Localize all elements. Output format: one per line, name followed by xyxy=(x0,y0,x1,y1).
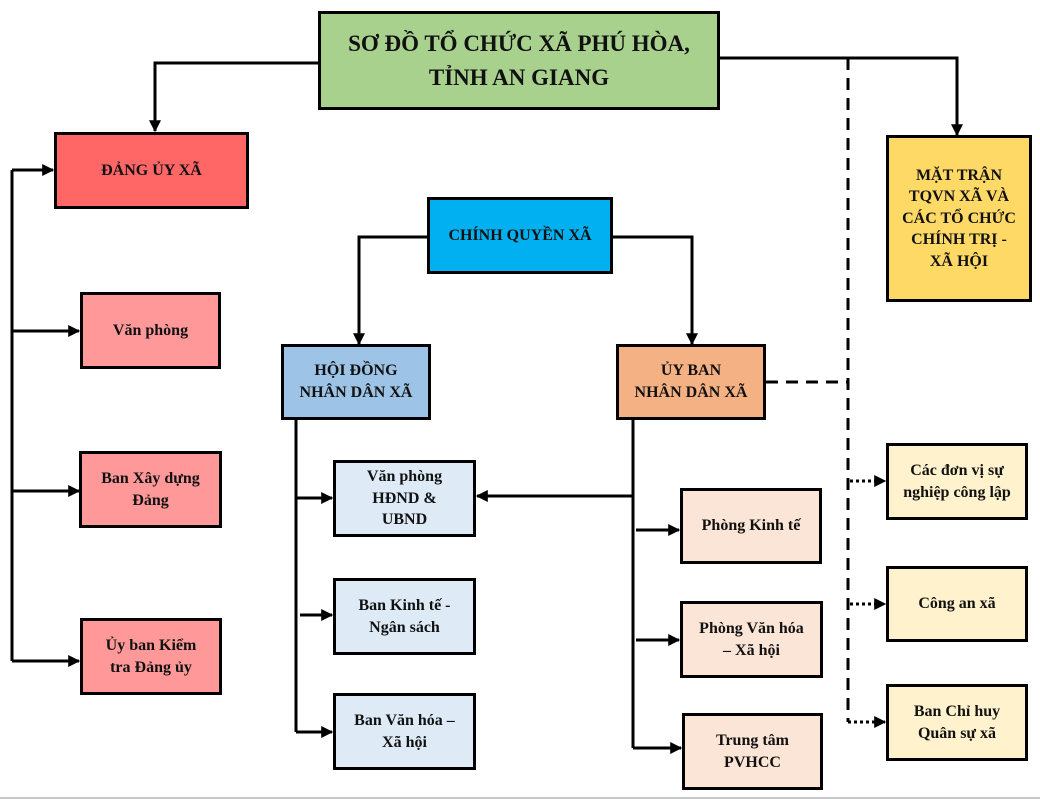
node-cong-an-xa: Công an xã xyxy=(886,566,1028,642)
node-phong-van-hoa-xa-hoi: Phòng Văn hóa – Xã hội xyxy=(680,601,823,678)
connector-cq-hdnd xyxy=(353,235,428,346)
bottom-divider xyxy=(0,797,1040,799)
connector-root-mat-tran xyxy=(718,56,963,137)
ban-kinh-te-ngan-sach-label: Ban Kinh tế - Ngân sách xyxy=(358,596,451,636)
ban-xay-dung-dang-label: Ban Xây dựng Đảng xyxy=(101,469,200,509)
root-title-label: SƠ ĐỒ TỔ CHỨC XÃ PHÚ HÒA, TỈNH AN GIANG xyxy=(348,31,690,90)
node-ban-van-hoa-xa-hoi: Ban Văn hóa – Xã hội xyxy=(333,693,476,770)
cong-an-xa-label: Công an xã xyxy=(918,595,996,613)
node-dang-uy: ĐẢNG ỦY XÃ xyxy=(54,132,249,209)
node-van-phong-dang-uy: Văn phòng xyxy=(80,292,221,369)
node-phong-kinh-te: Phòng Kinh tế xyxy=(680,488,822,564)
phong-kinh-te-label: Phòng Kinh tế xyxy=(701,517,801,535)
node-ubkt-dang-uy: Ủy ban Kiểm tra Đảng ủy xyxy=(80,618,222,695)
trung-tam-pvhcc-label: Trung tâm PVHCC xyxy=(715,731,790,771)
connector-root-dang-uy xyxy=(149,61,320,133)
node-ubnd: ỦY BAN NHÂN DÂN XÃ xyxy=(616,344,766,420)
mat-tran-label: MẶT TRẬN TQVN XÃ VÀ CÁC TỔ CHỨC CHÍNH TR… xyxy=(902,166,1016,270)
node-ban-xay-dung-dang: Ban Xây dựng Đảng xyxy=(79,451,222,528)
ubnd-label: ỦY BAN NHÂN DÂN XÃ xyxy=(634,362,748,401)
node-ban-kinh-te-ngan-sach: Ban Kinh tế - Ngân sách xyxy=(333,578,476,655)
van-phong-label: Văn phòng xyxy=(112,321,189,339)
ban-chi-huy-quan-su-label: Ban Chỉ huy Quân sự xã xyxy=(913,702,1001,742)
chinh-quyen-label: CHÍNH QUYỀN XÃ xyxy=(448,226,592,244)
node-root-title: SƠ ĐỒ TỔ CHỨC XÃ PHÚ HÒA, TỈNH AN GIANG xyxy=(318,11,720,110)
node-don-vi-su-nghiep: Các đơn vị sự nghiệp công lập xyxy=(886,443,1028,520)
ban-van-hoa-xa-hoi-label: Ban Văn hóa – Xã hội xyxy=(354,711,455,751)
node-trung-tam-pvhcc: Trung tâm PVHCC xyxy=(682,713,823,790)
dang-uy-label: ĐẢNG ỦY XÃ xyxy=(101,161,202,179)
vp-hdnd-ubnd-label: Văn phòng HĐND & UBND xyxy=(366,468,443,529)
node-hdnd: HỘI ĐỒNG NHÂN DÂN XÃ xyxy=(281,344,431,420)
ubkt-dang-uy-label: Ủy ban Kiểm tra Đảng ủy xyxy=(105,636,197,676)
node-vp-hdnd-ubnd: Văn phòng HĐND & UBND xyxy=(333,460,476,537)
phong-van-hoa-xa-hoi-label: Phòng Văn hóa – Xã hội xyxy=(699,619,804,659)
hdnd-label: HỘI ĐỒNG NHÂN DÂN XÃ xyxy=(299,362,413,401)
node-chinh-quyen: CHÍNH QUYỀN XÃ xyxy=(427,197,613,274)
node-ban-chi-huy-quan-su: Ban Chỉ huy Quân sự xã xyxy=(886,684,1028,761)
connector-cq-ubnd xyxy=(612,235,698,346)
don-vi-su-nghiep-label: Các đơn vị sự nghiệp công lập xyxy=(903,461,1011,501)
node-mat-tran: MẶT TRẬN TQVN XÃ VÀ CÁC TỔ CHỨC CHÍNH TR… xyxy=(886,135,1032,302)
